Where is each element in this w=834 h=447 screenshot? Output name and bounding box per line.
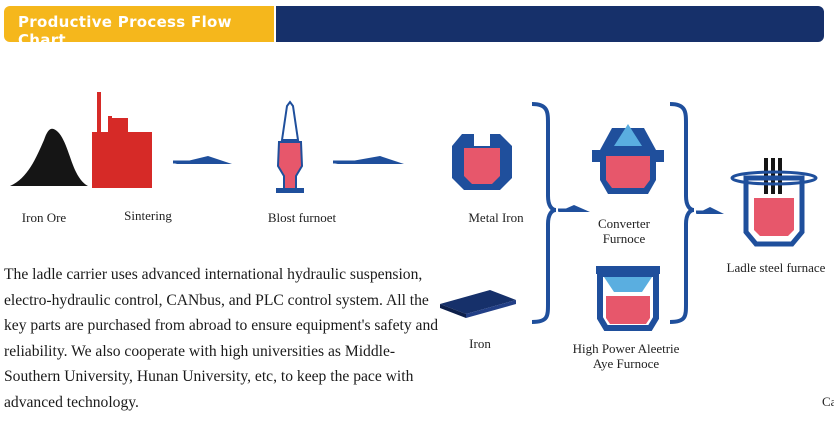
label-arc-furnace-line2: Aye Furnoce (593, 356, 660, 371)
iron-plate-icon (440, 290, 516, 318)
edge-caption: Ca (822, 394, 834, 409)
header-bar: Productive Process Flow Chart (4, 6, 824, 49)
label-blast-furnace: Blost furnoet (268, 210, 337, 225)
label-converter-line2: Furnoce (603, 231, 646, 246)
arrow-icon (333, 156, 404, 164)
label-arc-furnace-line1: High Power Aleetrie (573, 341, 680, 356)
arc-furnace-icon (596, 266, 660, 331)
ladle-icon (452, 134, 512, 190)
bracket-left (531, 102, 557, 324)
header-band (276, 6, 824, 42)
header-title-tab: Productive Process Flow Chart (4, 6, 274, 49)
label-ladle-furnace: Ladle steel furnace (727, 260, 826, 275)
arrow-icon (696, 207, 724, 214)
label-iron-ore: Iron Ore (22, 210, 67, 225)
arrow-icon (558, 205, 590, 212)
page-title: Productive Process Flow Chart (18, 13, 232, 49)
factory-icon (92, 92, 152, 188)
bracket-right (669, 102, 695, 324)
label-sintering: Sintering (124, 208, 172, 223)
label-iron: Iron (469, 336, 491, 351)
mountain-icon (10, 128, 88, 186)
label-converter-line1: Converter (598, 216, 651, 231)
converter-icon (592, 124, 664, 194)
arrow-icon (173, 156, 232, 164)
blast-furnace-icon (276, 100, 304, 193)
ladle-furnace-icon (730, 158, 818, 247)
label-metal-iron: Metal Iron (468, 210, 524, 225)
description-paragraph: The ladle carrier uses advanced internat… (4, 266, 439, 411)
